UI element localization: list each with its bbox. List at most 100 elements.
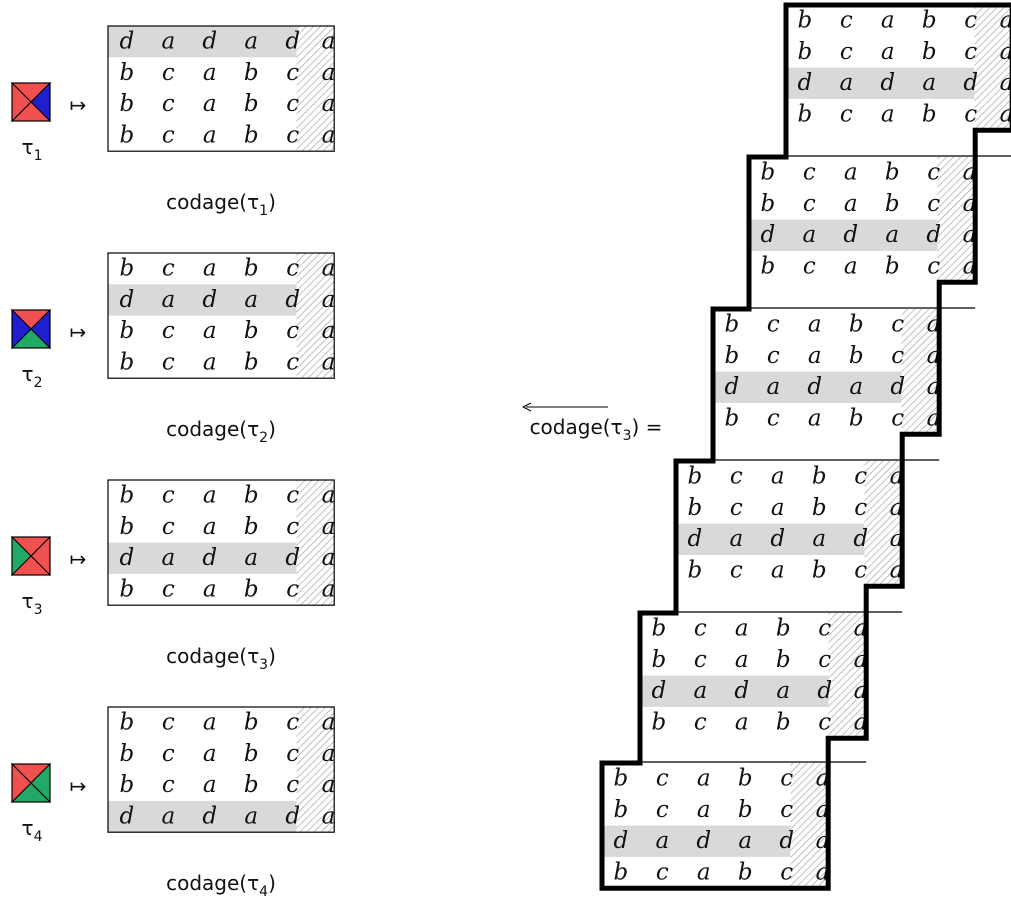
grid-letter: a: [203, 349, 217, 375]
grid-letter: a: [697, 766, 711, 792]
staircase-label-suffix: ) =: [632, 415, 663, 439]
tile-name: τ2: [22, 362, 43, 391]
grid-letter: a: [244, 545, 258, 571]
grid-letter: b: [885, 160, 900, 186]
grid-letter: b: [760, 253, 775, 279]
grid-letter: d: [285, 545, 300, 571]
caption-prefix: codage(τ: [166, 417, 259, 441]
grid-letter: a: [203, 576, 217, 602]
tile-name: τ4: [22, 816, 43, 845]
grid-letter: b: [119, 741, 134, 767]
grid-letter: c: [964, 8, 977, 34]
grid-letter: c: [694, 616, 707, 642]
highlight-row: [640, 675, 829, 707]
grid-letter: d: [817, 678, 832, 704]
grid-letter: b: [812, 495, 827, 521]
grid-letter: b: [797, 8, 812, 34]
grid-letter: a: [802, 222, 816, 248]
grid-letter: c: [286, 576, 299, 602]
grid-letter: b: [687, 557, 702, 583]
grid-letter: a: [808, 312, 822, 338]
grid-letter: b: [776, 647, 791, 673]
grid-letter: a: [322, 741, 336, 767]
hatched-column: [296, 26, 335, 152]
tile-outline: [11, 309, 51, 349]
encoding-caption: codage(τ3): [166, 644, 276, 673]
encoding-caption: codage(τ1): [166, 190, 276, 219]
grid-letter: b: [244, 483, 259, 509]
grid-letter: c: [286, 483, 299, 509]
grid-letter: d: [119, 545, 134, 571]
caption-suffix: ): [268, 871, 276, 895]
overarrow-head: [521, 402, 532, 412]
hatched-column: [974, 5, 1011, 131]
grid-letter: b: [244, 514, 259, 540]
grid-letter: a: [322, 514, 336, 540]
grid-letter: b: [613, 766, 628, 792]
grid-letter: c: [730, 557, 743, 583]
grid-letter: a: [771, 495, 785, 521]
grid-letter: c: [162, 60, 175, 86]
grid-letter: b: [244, 318, 259, 344]
grid-letter: c: [286, 122, 299, 148]
grid-letter: b: [244, 122, 259, 148]
grid-letter: b: [849, 343, 864, 369]
grid-letter: b: [119, 122, 134, 148]
grid-letter: b: [885, 191, 900, 217]
caption-index: 3: [259, 657, 268, 673]
grid-letter: d: [687, 526, 702, 552]
caption-prefix: codage(τ: [166, 644, 259, 668]
caption-prefix: codage(τ: [166, 871, 259, 895]
maps-to-arrow: ↦: [70, 547, 87, 571]
grid-letter: a: [922, 70, 936, 96]
grid-letter: a: [808, 343, 822, 369]
tile-name: τ1: [22, 135, 43, 164]
grid-letter: c: [767, 343, 780, 369]
grid-letter: b: [651, 616, 666, 642]
grid-letter: a: [322, 483, 336, 509]
grid-letter: c: [780, 859, 793, 885]
grid-letter: c: [927, 253, 940, 279]
encoding-caption: codage(τ2): [166, 417, 276, 446]
grid-letter: a: [697, 859, 711, 885]
staircase-label-index: 3: [623, 428, 632, 444]
grid-letter: b: [119, 256, 134, 282]
grid-letter: b: [244, 772, 259, 798]
highlight-row: [602, 825, 791, 857]
grid-letter: a: [203, 483, 217, 509]
hatched-column: [296, 707, 335, 833]
grid-letter: a: [1000, 101, 1011, 127]
grid-letter: c: [162, 122, 175, 148]
grid-letter: d: [779, 828, 794, 854]
grid-letter: a: [322, 122, 336, 148]
grid-letter: c: [854, 464, 867, 490]
grid-letter: a: [729, 526, 743, 552]
hatched-column: [296, 480, 335, 606]
grid-letter: d: [807, 374, 822, 400]
grid-letter: b: [119, 710, 134, 736]
grid-letter: a: [203, 514, 217, 540]
grid-letter: b: [687, 464, 702, 490]
grid-letter: d: [880, 70, 895, 96]
grid-letter: d: [853, 526, 868, 552]
grid-letter: a: [203, 710, 217, 736]
grid-letter: d: [963, 70, 978, 96]
grid-letter: a: [735, 616, 749, 642]
grid-letter: a: [655, 828, 669, 854]
tile-index: 1: [34, 148, 43, 164]
grid-letter: b: [613, 797, 628, 823]
grid-letter: b: [724, 312, 739, 338]
grid-letter: c: [286, 710, 299, 736]
caption-index: 2: [259, 430, 268, 446]
tile-symbol: τ: [22, 589, 34, 613]
grid-letter: d: [202, 287, 217, 313]
grid-letter: c: [656, 797, 669, 823]
grid-letter: d: [651, 678, 666, 704]
tile-symbol: τ: [22, 816, 34, 840]
grid-letter: d: [760, 222, 775, 248]
